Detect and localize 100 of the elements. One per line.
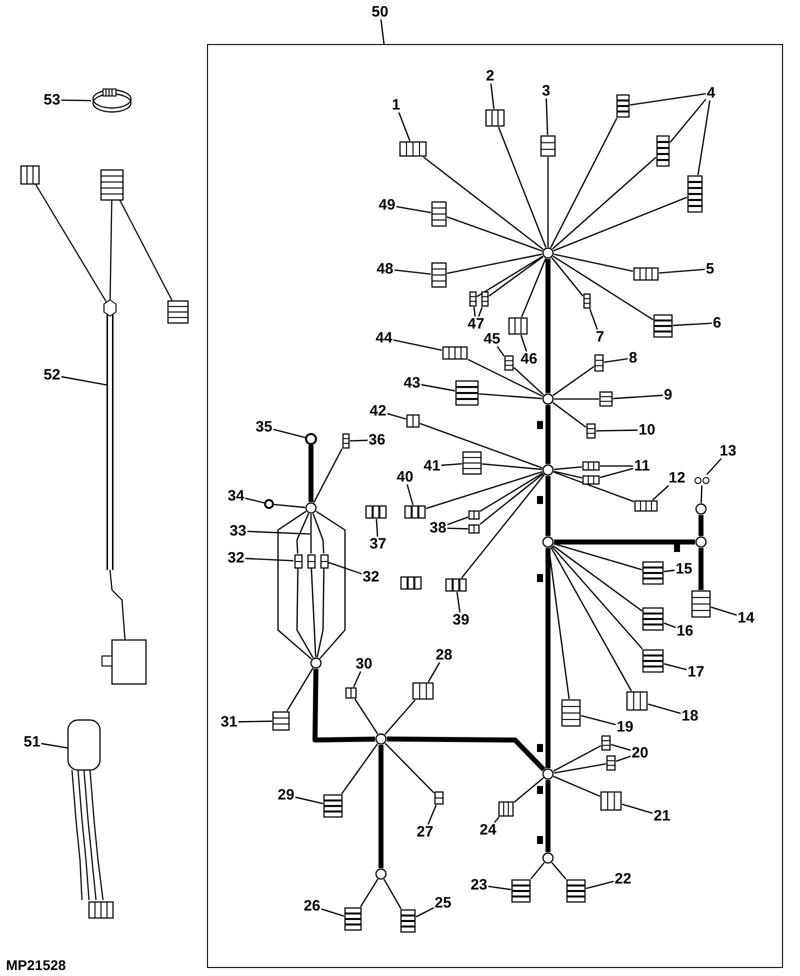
wire-bundle xyxy=(546,780,550,852)
wire xyxy=(553,776,600,797)
leader-line xyxy=(473,306,476,317)
leader-line xyxy=(612,394,663,400)
leader-line xyxy=(697,100,710,176)
callout-number: 51 xyxy=(22,734,42,750)
wire-bundle xyxy=(546,548,550,768)
leader-line xyxy=(546,98,548,136)
wire xyxy=(550,118,618,248)
wire xyxy=(341,744,378,794)
connector-drawing xyxy=(445,578,467,592)
leader-line xyxy=(328,562,362,574)
leader-line xyxy=(622,804,653,814)
wire-bundle xyxy=(554,540,695,544)
callout-number: 43 xyxy=(402,376,422,390)
wire xyxy=(316,568,325,658)
callout-number: 8 xyxy=(628,350,638,366)
callout-number: 12 xyxy=(668,470,686,486)
leader-line xyxy=(706,458,722,475)
leader-line xyxy=(387,413,406,420)
connector-drawing xyxy=(508,317,528,335)
wire xyxy=(554,398,599,400)
leader-line xyxy=(273,428,306,438)
callout-number: 32 xyxy=(362,570,380,584)
connector-drawing xyxy=(399,141,427,157)
connector-drawing xyxy=(540,135,556,157)
connector-drawing xyxy=(582,475,600,485)
leader-line xyxy=(245,558,294,562)
wire xyxy=(700,485,702,504)
connector-drawing xyxy=(504,355,514,371)
wire xyxy=(277,510,312,660)
callout-number: 35 xyxy=(254,420,274,434)
connector-drawing xyxy=(404,505,426,519)
leader-line xyxy=(238,720,272,722)
wire-bundle xyxy=(698,548,704,590)
callout-number: 32 xyxy=(226,550,246,566)
wire-junction xyxy=(541,392,555,406)
connector-drawing xyxy=(481,291,489,307)
connector-drawing xyxy=(320,554,328,568)
connector-drawing xyxy=(412,682,434,700)
callout-number: 13 xyxy=(718,444,738,458)
connector-drawing xyxy=(431,201,447,227)
wire xyxy=(426,471,542,510)
leader-line xyxy=(394,269,432,275)
callout-number: 42 xyxy=(368,404,388,418)
connector-drawing xyxy=(469,291,477,307)
wire xyxy=(312,513,324,554)
wire xyxy=(552,366,594,396)
callout-number: 19 xyxy=(616,720,634,734)
connector-drawing xyxy=(400,909,416,933)
connector-drawing xyxy=(691,590,711,618)
wire xyxy=(554,254,634,272)
leader-line xyxy=(664,622,676,628)
connector-drawing xyxy=(594,354,604,372)
callout-number: 2 xyxy=(484,68,496,84)
callout-number: 31 xyxy=(220,714,238,730)
callout-number: 27 xyxy=(416,824,434,840)
connector-drawing xyxy=(442,346,468,360)
callout-number: 3 xyxy=(540,84,552,98)
wire-junction xyxy=(541,463,555,477)
connector-drawing xyxy=(687,175,703,213)
wire xyxy=(446,254,542,274)
wire-bundle xyxy=(308,445,314,502)
callout-number: 52 xyxy=(42,368,62,382)
wire-junction xyxy=(541,767,555,781)
leader-line xyxy=(580,714,616,726)
leader-line xyxy=(478,306,483,317)
wire-bundle xyxy=(546,476,550,536)
callout-number: 11 xyxy=(633,458,651,474)
leader-line xyxy=(353,671,362,688)
ring-terminal-drawing xyxy=(263,498,275,510)
leader-line xyxy=(245,498,264,504)
wire xyxy=(360,878,378,908)
wire-junction xyxy=(541,535,555,549)
callout-number: 46 xyxy=(520,352,538,366)
wire xyxy=(384,700,416,735)
callout-number: 50 xyxy=(370,4,390,20)
callout-number: 47 xyxy=(466,316,486,332)
wire xyxy=(488,256,544,297)
leader-line xyxy=(61,100,92,102)
callout-number: 9 xyxy=(662,388,674,402)
connector-drawing xyxy=(434,791,444,805)
wire xyxy=(274,504,306,508)
connector-drawing xyxy=(642,649,664,673)
wire xyxy=(478,393,542,400)
leader-line xyxy=(672,322,712,326)
wire xyxy=(554,466,582,470)
leader-line xyxy=(428,662,440,682)
connector-drawing xyxy=(600,791,622,811)
callout-number: 40 xyxy=(396,470,414,484)
connector-drawing xyxy=(462,451,482,475)
leader-line xyxy=(247,530,310,535)
terminal-drawing xyxy=(692,474,712,486)
connector-drawing xyxy=(633,267,659,281)
connector-drawing xyxy=(323,794,343,818)
leader-line xyxy=(427,804,437,825)
connector-drawing xyxy=(642,607,664,631)
callout-number: 53 xyxy=(42,92,62,108)
wire xyxy=(446,216,543,252)
callout-number: 39 xyxy=(452,612,470,628)
